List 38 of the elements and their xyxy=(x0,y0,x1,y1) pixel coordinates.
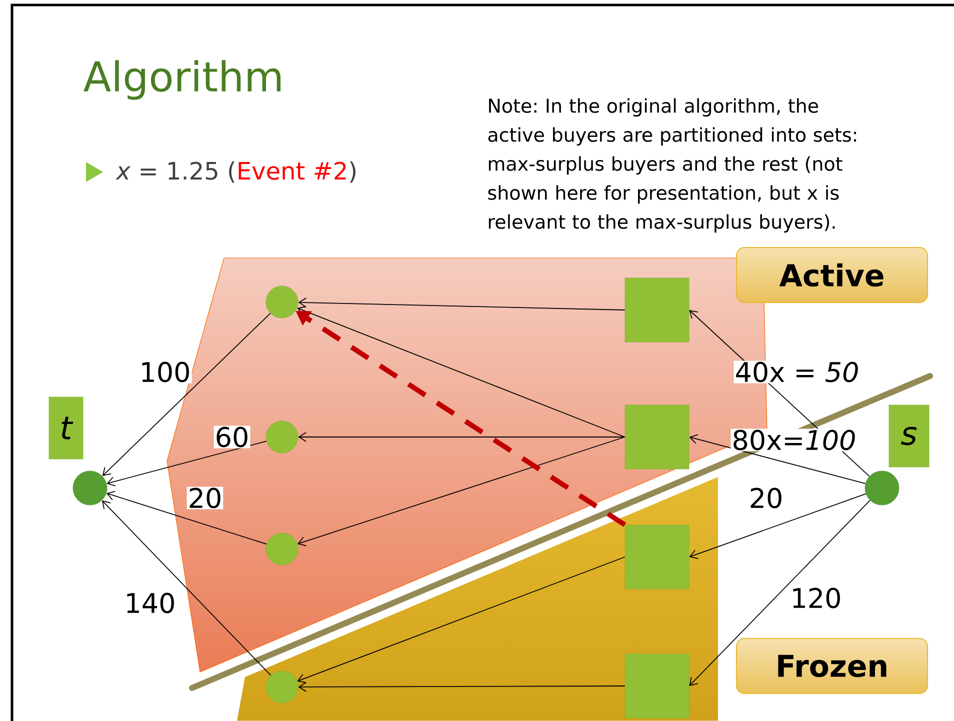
edge-label: 120 xyxy=(789,586,843,610)
node-square xyxy=(624,278,690,342)
edge-label: 80x=100 xyxy=(730,428,858,452)
node-circle xyxy=(72,470,108,506)
arrow xyxy=(106,440,267,486)
node-square xyxy=(624,654,690,718)
node-circle xyxy=(266,420,298,454)
arrow xyxy=(297,306,626,438)
edge-label: 60 xyxy=(214,426,250,448)
title: Algorithm xyxy=(84,60,281,100)
group-label: Frozen xyxy=(736,638,928,694)
node-square xyxy=(624,524,690,590)
arrow xyxy=(298,298,626,310)
arrow xyxy=(298,432,626,442)
arrow xyxy=(689,493,866,560)
arrow xyxy=(689,500,870,686)
node-circle xyxy=(864,470,900,506)
node-circle xyxy=(266,670,298,704)
variable-label: s xyxy=(888,404,930,468)
edge-label: 40x = 50 xyxy=(734,360,860,384)
node-square xyxy=(624,404,690,470)
arrow xyxy=(106,490,268,545)
edge-label: 20 xyxy=(748,486,784,510)
node-circle xyxy=(266,286,298,318)
edge-label: 140 xyxy=(123,592,177,614)
arrow xyxy=(298,682,626,692)
arrow xyxy=(102,500,272,676)
arrow xyxy=(102,312,271,476)
node-circle xyxy=(266,532,298,566)
arrow xyxy=(297,556,626,684)
edge-label: 100 xyxy=(138,360,192,384)
arrow xyxy=(689,434,866,484)
arrow xyxy=(297,436,626,546)
bullet-text: x = 1.25 ( Event #2 ) xyxy=(116,161,356,183)
edge-label: 20 xyxy=(186,486,224,510)
variable-label: t xyxy=(48,396,84,460)
note-text: Note: In the original algorithm, the active buyers are partitioned into sets: max-surplus buyers and the rest (not shown here for presentation, but x is relevant to the max-surplus buyers). xyxy=(488,98,856,233)
group-label: Active xyxy=(736,247,928,303)
